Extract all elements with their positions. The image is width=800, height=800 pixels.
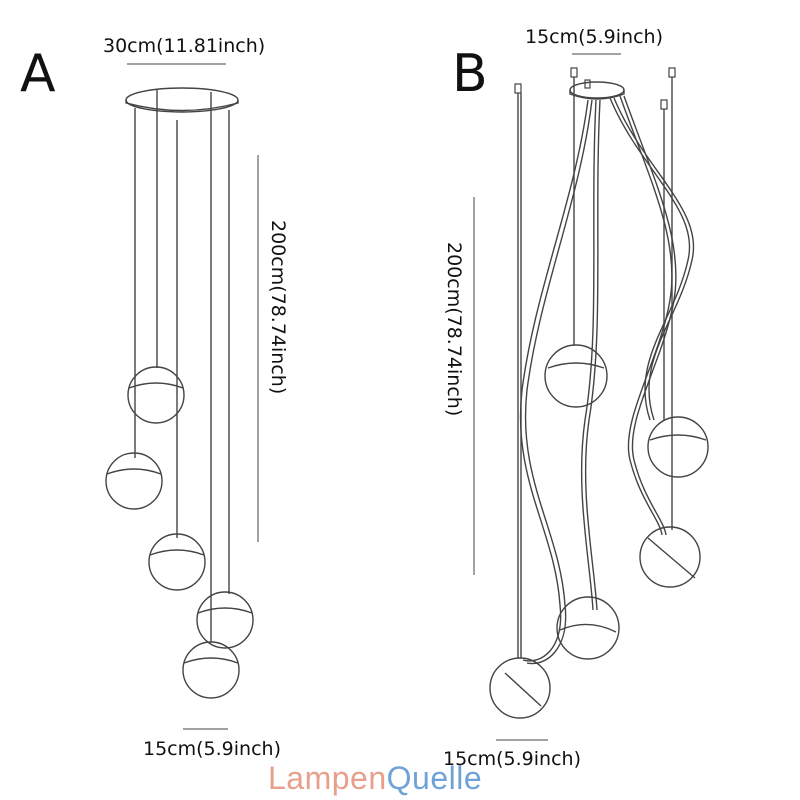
a-canopy [125,87,239,113]
b-cord-wavy-1 [519,99,589,662]
a-height-label: 200cm(78.74inch) [267,220,289,395]
a-globe-1 [127,366,185,424]
variant-b-letter: B [452,44,488,104]
watermark-part-1: Lampen [268,760,387,796]
b-globe-2 [647,416,709,478]
watermark-logo: LampenQuelle [268,762,482,794]
b-globe-3 [639,526,701,588]
b-cord-wavy-4 [619,95,673,536]
variant-b-lamp [473,53,709,741]
b-globe-1 [544,344,608,408]
a-globe-5 [182,641,240,699]
a-bottom-width-label: 15cm(5.9inch) [143,738,281,760]
b-height-label: 200cm(78.74inch) [443,242,465,417]
b-globe-5 [489,657,551,719]
a-globe-4 [196,591,254,649]
variant-a-letter: A [20,44,56,104]
a-globe-3 [148,533,206,591]
a-top-width-label: 30cm(11.81inch) [103,35,266,57]
b-top-width-label: 15cm(5.9inch) [525,26,663,48]
b-bottom-width-label: 15cm(5.9inch) [443,748,581,770]
b-cord-wavy-3 [609,97,691,421]
a-globe-2 [105,452,163,510]
watermark-part-2: Quelle [386,760,483,796]
b-canopy [569,81,625,99]
variant-a-lamp [105,63,259,730]
b-globe-4 [556,596,620,660]
